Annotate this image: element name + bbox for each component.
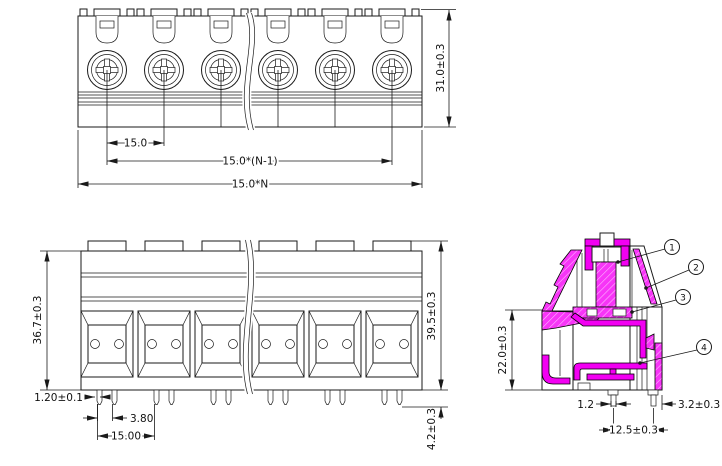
- callout-2-bubble: [688, 259, 704, 275]
- screw-head: [591, 246, 622, 263]
- dim-overall-height: 39.5±0.3: [426, 292, 438, 341]
- top-view: 15.0 15.0*(N-1) 15.0*N 31.0±0.3: [77, 8, 456, 193]
- lower-contact-strip: [573, 362, 648, 381]
- upper-contact-strip: [570, 312, 647, 359]
- callouts: 1 2 3 4: [616, 239, 712, 365]
- dim-span: 15.0*(N-1): [222, 156, 277, 168]
- callout-4-bubble: [696, 339, 712, 355]
- dim-pitch: 15.0: [124, 138, 147, 150]
- top-view-dimensions: 15.0 15.0*(N-1) 15.0*N 31.0±0.3: [77, 9, 456, 193]
- dim-side-pin-width: 1.2: [577, 399, 594, 411]
- dim-height: 31.0±0.3: [435, 44, 447, 93]
- callout-3: 3: [680, 294, 686, 304]
- dim-pin-length: 4.2±0.3: [426, 408, 438, 450]
- right-wall-section: [654, 342, 663, 391]
- break-line: [242, 11, 257, 132]
- side-view-dimensions: 22.0±0.3 1.2 12.5±0.3 3.2±0.3: [497, 309, 720, 439]
- funnel-wall-section: [541, 249, 583, 312]
- screw-shaft-section: [595, 261, 617, 308]
- front-view: 36.7±0.3 39.5±0.3 4.2±0.3 1.20±0.1 3.80 …: [32, 239, 448, 450]
- lower-left-contact: [541, 354, 571, 385]
- cap-button: [599, 232, 615, 247]
- dim-body-height: 36.7±0.3: [32, 296, 44, 345]
- break-line: [241, 239, 256, 396]
- dim-pin-spacing: 12.5±0.3: [609, 425, 658, 437]
- dim-edge-offset: 3.2±0.3: [678, 399, 720, 411]
- callout-2: 2: [693, 264, 699, 274]
- front-view-dimensions: 36.7±0.3 39.5±0.3 4.2±0.3 1.20±0.1 3.80 …: [32, 240, 448, 450]
- dim-pin-gap: 3.80: [130, 413, 153, 425]
- dim-section-height: 22.0±0.3: [497, 326, 509, 375]
- dim-pin-width: 1.20±0.1: [34, 392, 83, 404]
- callout-1: 1: [669, 244, 675, 254]
- dim-pin-pitch: 15.00: [111, 431, 141, 443]
- callout-1-bubble: [664, 239, 680, 255]
- dim-total: 15.0*N: [232, 179, 268, 191]
- callout-4: 4: [701, 344, 707, 354]
- side-view: 22.0±0.3 1.2 12.5±0.3 3.2±0.3 1 2: [497, 232, 720, 439]
- callout-3-bubble: [675, 289, 691, 305]
- side-pins: [607, 389, 659, 407]
